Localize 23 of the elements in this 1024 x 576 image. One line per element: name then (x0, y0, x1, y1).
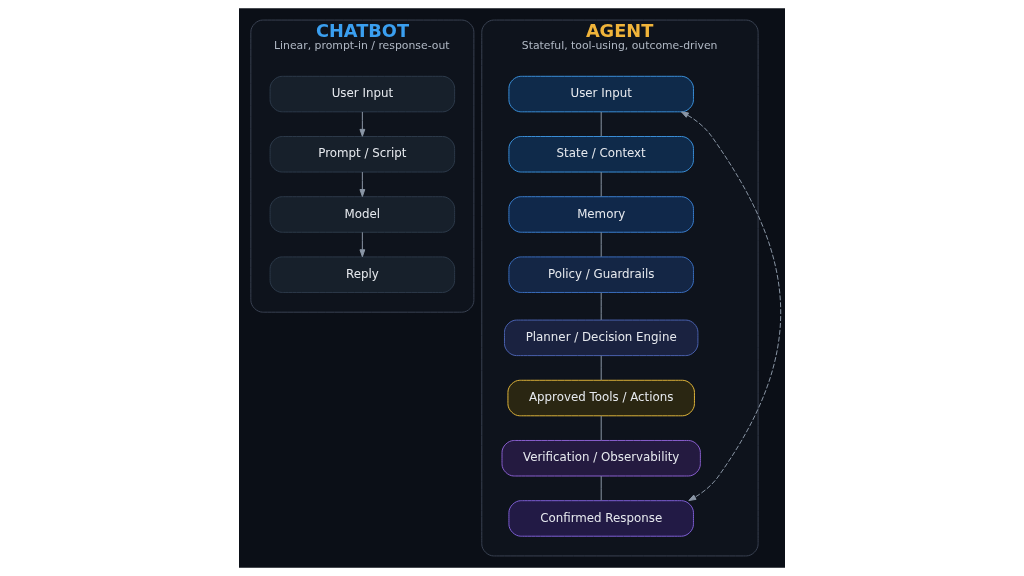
node-box: Memory (508, 196, 694, 233)
connector (600, 415, 602, 441)
arrow (359, 111, 366, 137)
node-box: User Input (508, 75, 694, 113)
connector (600, 355, 602, 381)
node-box: Approved Tools / Actions (507, 379, 695, 417)
node-box: Verification / Observability (501, 440, 701, 477)
arrow (680, 111, 782, 502)
connector (600, 475, 602, 501)
arrow (359, 231, 366, 258)
node-box: Prompt / Script (269, 136, 456, 173)
node-box: Policy / Guardrails (508, 256, 694, 293)
node-box: Confirmed Response (508, 500, 694, 537)
arrow (359, 171, 366, 197)
node-box: Reply (269, 256, 456, 293)
node-box: Planner / Decision Engine (503, 319, 699, 357)
connector (600, 292, 602, 321)
connector (600, 171, 602, 197)
node-box: State / Context (508, 136, 694, 173)
node-box: Model (269, 196, 456, 233)
connector (600, 111, 602, 137)
node-box: User Input (269, 75, 456, 113)
connector (600, 231, 602, 258)
